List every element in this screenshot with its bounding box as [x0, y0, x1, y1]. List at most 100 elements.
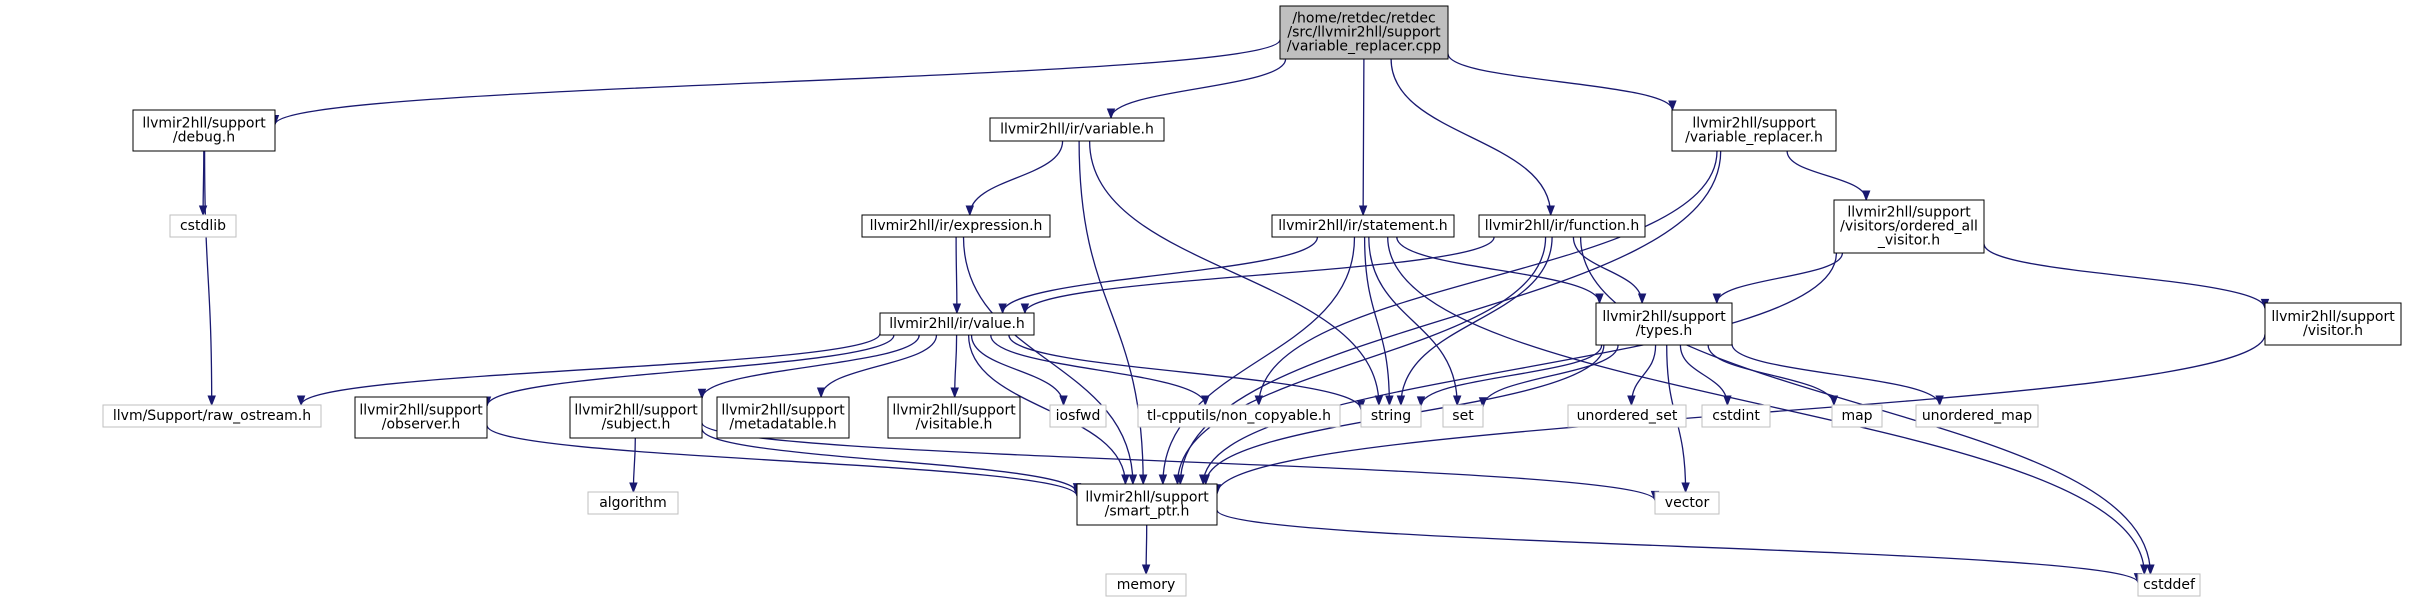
edge-arrowhead — [1158, 474, 1168, 486]
edge-smart_ptr-to-cstddef — [1216, 509, 2139, 584]
node-box — [169, 214, 237, 238]
node-vector: vector — [1654, 491, 1720, 515]
node-label: /variable_replacer.h — [1685, 130, 1823, 146]
node-box — [1049, 404, 1107, 428]
edge-arrowhead — [1374, 395, 1384, 407]
node-ordered[interactable]: llvmir2hll/support/visitors/ordered_all_… — [1833, 199, 1985, 254]
node-label: /variable_replacer.cpp — [1287, 39, 1441, 55]
edge-types-to-unordered_map — [1731, 343, 1941, 406]
node-visitor[interactable]: llvmir2hll/support/visitor.h — [2264, 302, 2402, 346]
node-label: string — [1371, 408, 1411, 424]
node-box — [1137, 404, 1341, 428]
edge-arrowhead — [1396, 395, 1406, 407]
node-variable[interactable]: llvmir2hll/ir/variable.h — [989, 117, 1165, 142]
node-cstdint: cstdint — [1701, 404, 1771, 428]
edge-value-to-non_copyable — [990, 334, 1206, 406]
node-visitable[interactable]: llvmir2hll/support/visitable.h — [887, 396, 1021, 439]
edges-layer — [198, 39, 2270, 584]
edge-root-to-varrep_h — [1447, 53, 1674, 111]
edge-arrowhead — [950, 387, 959, 399]
node-label: llvmir2hll/support — [574, 403, 698, 419]
edge-arrowhead — [296, 395, 306, 407]
node-label: llvmir2hll/support — [359, 403, 483, 419]
edge-ordered-to-smart_ptr — [1202, 252, 1838, 485]
edge-root-to-debug — [274, 39, 1281, 125]
node-box — [716, 396, 850, 439]
node-label: cstdint — [1712, 408, 1760, 424]
node-label: /src/llvmir2hll/support — [1287, 25, 1441, 41]
node-string: string — [1360, 404, 1422, 428]
node-box — [1701, 404, 1771, 428]
node-raw_ostream: llvm/Support/raw_ostream.h — [102, 404, 322, 428]
edge-types-to-string — [1420, 344, 1603, 407]
node-label: cstddef — [2143, 577, 2196, 593]
node-map: map — [1831, 404, 1883, 428]
node-metadatable[interactable]: llvmir2hll/support/metadatable.h — [716, 396, 850, 439]
node-value[interactable]: llvmir2hll/ir/value.h — [879, 312, 1035, 336]
node-varrep_h[interactable]: llvmir2hll/support/variable_replacer.h — [1671, 109, 1837, 152]
node-expression[interactable]: llvmir2hll/ir/expression.h — [861, 214, 1051, 238]
edge-subject-to-smart_ptr — [701, 428, 1078, 493]
edge-arrowhead — [1128, 474, 1138, 486]
node-label: /home/retdec/retdec — [1292, 11, 1435, 27]
node-subject[interactable]: llvmir2hll/support/subject.h — [569, 396, 703, 439]
node-label: llvmir2hll/ir/statement.h — [1278, 218, 1447, 234]
node-label: algorithm — [599, 495, 667, 511]
node-box — [587, 491, 679, 515]
node-box — [1442, 404, 1484, 428]
node-root[interactable]: /home/retdec/retdec/src/llvmir2hll/suppo… — [1279, 5, 1449, 60]
edge-value-to-metadatable — [820, 334, 938, 398]
edge-arrowhead — [816, 387, 826, 399]
edge-arrowhead — [1595, 293, 1604, 305]
node-iosfwd: iosfwd — [1049, 404, 1107, 428]
node-box — [1105, 573, 1187, 597]
edge-arrowhead — [998, 303, 1007, 315]
node-memory: memory — [1105, 573, 1187, 597]
node-function[interactable]: llvmir2hll/ir/function.h — [1478, 214, 1646, 238]
node-label: unordered_map — [1922, 408, 2032, 424]
node-label: llvmir2hll/ir/function.h — [1485, 218, 1640, 234]
edge-statement-to-smart_ptr — [1162, 236, 1356, 485]
node-observer[interactable]: llvmir2hll/support/observer.h — [354, 396, 488, 439]
edge-arrowhead — [2140, 564, 2149, 576]
edge-function-to-smart_ptr — [1176, 236, 1547, 485]
node-label: llvmir2hll/support — [721, 403, 845, 419]
node-label: llvmir2hll/support — [1602, 309, 1726, 325]
edge-types-to-set — [1482, 344, 1619, 407]
edge-expression-to-smart_ptr — [962, 236, 1134, 485]
edge-value-to-raw_ostream — [300, 333, 881, 406]
node-unordered_map: unordered_map — [1915, 404, 2039, 428]
node-box — [879, 312, 1035, 336]
node-label: llvmir2hll/ir/expression.h — [870, 218, 1043, 234]
edge-arrowhead — [1141, 564, 1151, 576]
edge-arrowhead — [1059, 395, 1068, 407]
node-label: llvmir2hll/support — [892, 403, 1016, 419]
edge-arrowhead — [952, 303, 962, 315]
node-set: set — [1442, 404, 1484, 428]
edge-arrowhead — [1173, 474, 1182, 486]
node-label: /types.h — [1636, 323, 1693, 339]
node-box — [132, 109, 276, 152]
node-types[interactable]: llvmir2hll/support/types.h — [1595, 302, 1733, 346]
node-smart_ptr[interactable]: llvmir2hll/support/smart_ptr.h — [1076, 483, 1218, 526]
node-debug[interactable]: llvmir2hll/support/debug.h — [132, 109, 276, 152]
node-box — [354, 396, 488, 439]
edge-statement-to-set — [1368, 236, 1458, 406]
edge-arrowhead — [1627, 395, 1636, 407]
edge-statement-to-value — [1001, 236, 1319, 314]
node-non_copyable: tl-cpputils/non_copyable.h — [1137, 404, 1341, 428]
edge-root-to-variable — [1110, 58, 1287, 119]
node-label: llvmir2hll/support — [1692, 116, 1816, 132]
edge-arrowhead — [1358, 205, 1368, 217]
edge-observer-to-smart_ptr — [486, 425, 1078, 497]
node-box — [887, 396, 1021, 439]
node-box — [1279, 5, 1449, 60]
edge-arrowhead — [1861, 190, 1871, 202]
edge-arrowhead — [1385, 395, 1394, 407]
edge-types-to-map — [1707, 344, 1835, 406]
node-box — [861, 214, 1051, 238]
edge-value-to-string — [1008, 334, 1362, 410]
edge-statement-to-string — [1363, 236, 1391, 406]
node-statement[interactable]: llvmir2hll/ir/statement.h — [1271, 214, 1455, 238]
